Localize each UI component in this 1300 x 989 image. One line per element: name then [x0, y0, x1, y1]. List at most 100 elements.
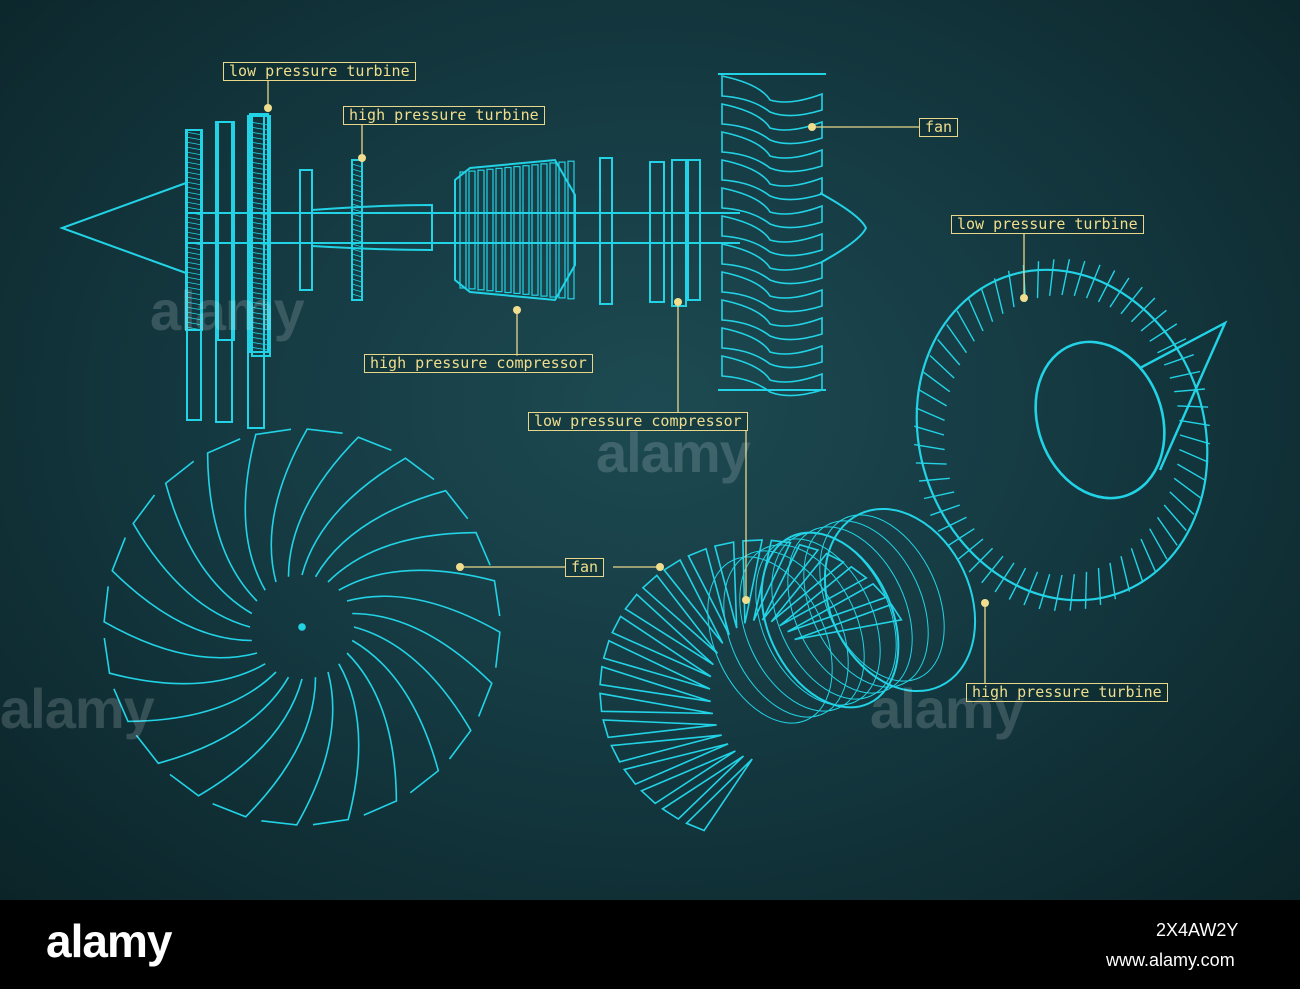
iso-lpt-blade: [1120, 556, 1131, 592]
hpt-blade-hatch: [351, 263, 363, 268]
fan-hub-center: [298, 623, 306, 631]
label-iso-high-pressure-turbine: high pressure turbine: [966, 683, 1168, 702]
fan-blade-front: [346, 595, 501, 668]
main-shaft: [186, 212, 740, 244]
lpt-blade-hatch: [249, 146, 269, 151]
iso-lpt-blade: [1173, 477, 1201, 499]
lpt-blade-hatch: [185, 326, 203, 331]
lpt-blade-hatch: [185, 311, 203, 316]
hpt-blade-hatch: [351, 288, 363, 293]
iso-lpt-blade: [1097, 270, 1116, 303]
lpt-blade-hatch: [249, 201, 269, 206]
watermark-mark: alamy: [0, 677, 155, 740]
iso-lpt-blade: [1069, 574, 1075, 611]
hpt-blade-hatch: [351, 293, 363, 298]
anchor-dot: [358, 154, 366, 162]
lpt-blade-hatch: [249, 346, 269, 351]
iso-lpt-blade: [1073, 260, 1086, 297]
fan-outline: [718, 73, 826, 391]
blueprint-canvas: alamy alamy alamy alamy low pressure tur…: [0, 0, 1300, 900]
hpt-blade-hatch: [351, 163, 363, 168]
lpt-blade-hatch: [249, 211, 269, 216]
iso-fan-blade: [770, 552, 845, 623]
hpt-disc: [351, 159, 363, 301]
hpt-blade-hatch: [351, 238, 363, 243]
lpt-blade-hatch: [249, 311, 269, 316]
engine-side-view: [59, 73, 868, 429]
iso-lpt-blade: [1023, 571, 1039, 606]
hpc-stage: [468, 170, 476, 290]
hpt-blade-hatch: [351, 213, 363, 218]
iso-lpt-blade: [915, 462, 947, 465]
lpt-blade-hatch: [185, 136, 203, 141]
fan-blade-front: [113, 671, 277, 723]
spinner: [819, 192, 868, 264]
lpt-blade-hatch: [185, 226, 203, 231]
hpt-blade-hatch: [351, 228, 363, 233]
engine-drawing: [59, 73, 1228, 832]
lpt-blade-hatch: [185, 201, 203, 206]
lpt-disc: [217, 121, 235, 341]
anchor-dot: [742, 596, 750, 604]
fan-blade-side: [721, 159, 823, 201]
iso-lpt-blade: [1156, 516, 1178, 546]
lpt-blade-hatch: [249, 336, 269, 341]
lpt-blade-hatch: [249, 341, 269, 346]
iso-lpt-inner: [1034, 340, 1166, 500]
iso-lpt-blade: [929, 354, 955, 379]
iso-lpt-blade: [1085, 264, 1101, 299]
iso-compressor-stage: [819, 514, 945, 682]
fan-blade-front: [312, 663, 360, 826]
lpt-blade-hatch: [249, 301, 269, 306]
iso-lpt-blade: [1007, 270, 1015, 308]
iso-lpt-blade: [1177, 405, 1209, 408]
hpt-blade-hatch: [351, 178, 363, 183]
iso-fan-blade: [742, 539, 764, 624]
lpt-blade-hatch: [185, 221, 203, 226]
hpt-blade-hatch: [351, 173, 363, 178]
iso-lpt-blade: [937, 339, 961, 366]
iso-lpt-blade: [946, 528, 975, 547]
iso-fan-blade: [602, 639, 711, 690]
iso-lpt-blade: [967, 298, 984, 332]
nose-cone-rear: [59, 182, 187, 274]
shaft-flange: [299, 169, 313, 291]
label-top-low-pressure-turbine: low pressure turbine: [223, 62, 416, 81]
lpt-blade-hatch: [185, 301, 203, 306]
lpt-blade-hatch: [185, 231, 203, 236]
lpt-blade-hatch: [185, 291, 203, 296]
lpt-blade-hatch: [185, 191, 203, 196]
lpt-blade-hatch: [185, 161, 203, 166]
hpt-blade-hatch: [351, 283, 363, 288]
hpc-stage: [513, 166, 521, 295]
hpc-drum: [454, 158, 576, 302]
lpt-blade-hatch: [249, 276, 269, 281]
engine-isometric-view: [599, 259, 1228, 832]
fan-blade-front: [261, 671, 334, 826]
iso-compressor-stage: [771, 532, 897, 700]
hpt-blade-hatch: [351, 233, 363, 238]
hpt-blade-hatch: [351, 223, 363, 228]
iso-lpt-blade: [993, 278, 1004, 314]
source-url: www.alamy.com: [1106, 950, 1235, 970]
label-leader-lines: [267, 80, 1025, 683]
iso-compressor-stage: [707, 556, 833, 724]
lpt-blade-hatch: [249, 296, 269, 301]
iso-fan-blade: [794, 603, 903, 641]
iso-fan-blade: [611, 615, 712, 678]
iso-lpt-blade: [1163, 354, 1194, 366]
lpt-blade-hatch: [249, 121, 269, 126]
iso-lpt-blade: [1179, 434, 1210, 445]
fan-blade-front: [135, 676, 290, 765]
lpt-blade-hatch: [249, 281, 269, 286]
watermark-mark: alamy: [870, 677, 1025, 740]
lpt-blade-hatch: [185, 186, 203, 191]
lpt-blade-hatch: [249, 216, 269, 221]
iso-fan-blade: [624, 593, 714, 666]
lpt-blade-hatch: [185, 271, 203, 276]
iso-lpt-blade: [1109, 562, 1117, 600]
iso-lpt-blade: [937, 516, 967, 532]
lpt-blade-hatch: [185, 281, 203, 286]
iso-lpt-blade: [1097, 568, 1102, 605]
iso-lpt-blade: [919, 477, 950, 482]
